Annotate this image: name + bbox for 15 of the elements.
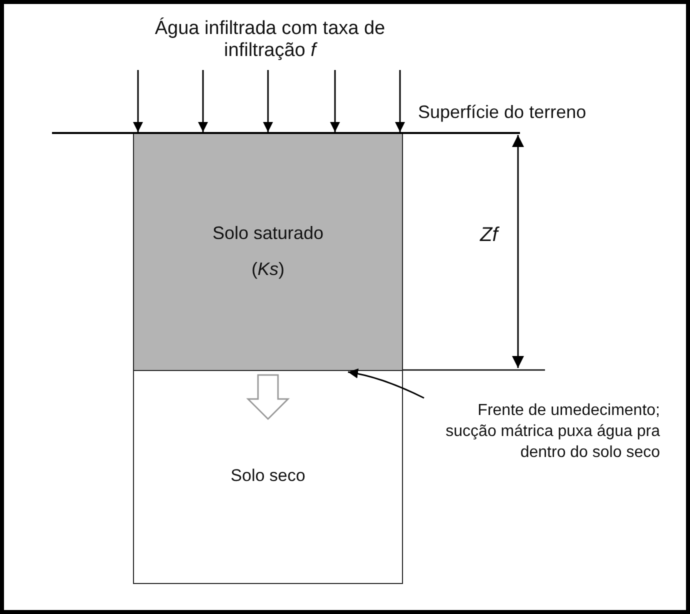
soil-layer-label: Solo seco [230, 465, 306, 487]
soil-layer-label: Solo saturado [211, 222, 325, 244]
surface-label: Superfície do terreno [418, 102, 586, 123]
conductivity-label: (Ks) [250, 258, 286, 280]
depth-label: Zf [480, 224, 498, 247]
arrow [330, 70, 340, 132]
arrow [395, 70, 405, 132]
arrow [263, 70, 273, 132]
saturated-soil-block [133, 133, 403, 371]
arrow [133, 70, 143, 132]
arrow [198, 70, 208, 132]
leader-line [348, 368, 424, 399]
infiltration-text: Água infiltrada com taxa de infiltração f [154, 18, 386, 62]
dry-soil-block [133, 370, 403, 584]
annotation-text: Frente de umedecimento; sucção mátrica puxa água pra dentro do solo seco [444, 401, 660, 463]
